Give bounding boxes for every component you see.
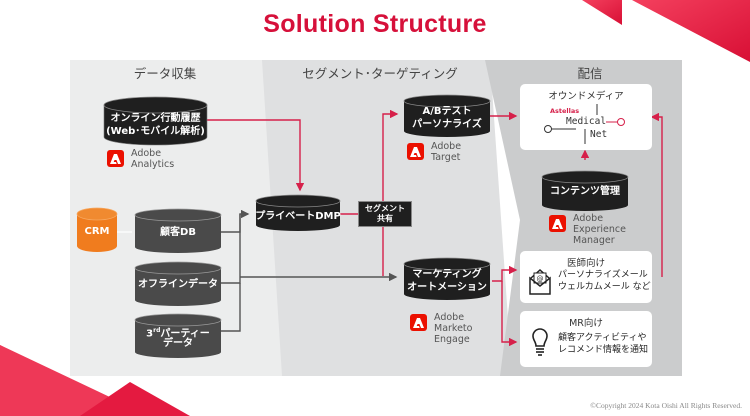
mr-card-line1: 顧客アクティビティや (558, 333, 647, 343)
segment-share-label-1: セグメント (365, 204, 405, 213)
line-marketo-to-doctor (492, 265, 518, 282)
mr-card-line2: レコメンド情報を通知 (558, 345, 649, 355)
brand-marketo-line1: Adobe (434, 312, 465, 323)
line-thirdparty-join (221, 283, 241, 332)
line-marketo-to-mr (501, 281, 518, 347)
online-behavior-label-2: (Web･モバイル解析) (106, 126, 205, 137)
mr-card-title: MR向け (569, 318, 603, 329)
mail-icon: @ (529, 268, 551, 295)
marketing-automation-node: マーケティング オートメーション (403, 257, 491, 301)
customer-db-label: 顧客DB (160, 227, 196, 238)
brand-aem-line1: Adobe (573, 213, 604, 224)
line-doctor-to-media (650, 112, 663, 277)
private-dmp-label: プライベートDMP (255, 211, 341, 222)
brand-target-line1: Adobe (431, 141, 462, 152)
crm-label: CRM (84, 226, 110, 237)
doctor-card-title: 医師向け (566, 258, 605, 269)
segment-share-label-2: 共有 (377, 214, 393, 223)
third-party-label-2: データ (163, 338, 193, 349)
adobe-logo-icon (549, 215, 566, 232)
adobe-logo-icon (107, 150, 124, 167)
marketing-automation-label-1: マーケティング (412, 269, 482, 280)
column-header-segment: セグメント･ターゲティング (302, 66, 458, 81)
offline-data-node: オフラインデータ (134, 261, 222, 307)
svg-text:@: @ (537, 275, 544, 283)
column-header-deliver: 配信 (577, 66, 603, 81)
corner-triangle-large (632, 0, 750, 62)
crm-node: CRM (76, 207, 118, 253)
online-behavior-label-1: オンライン行動履歴 (110, 113, 201, 124)
brand-analytics-line1: Adobe (131, 148, 162, 159)
owned-media-card: オウンドメディア Astellas Medical Net (520, 84, 652, 150)
bottom-left-peak (80, 382, 190, 416)
brand-aem-line2: Experience (573, 224, 626, 235)
doctor-card-line1: パーソナライズメール (558, 270, 648, 280)
column-header-collect: データ収集 (133, 66, 197, 81)
brand-marketo-line3: Engage (434, 334, 470, 345)
marketing-automation-label-2: オートメーション (407, 282, 487, 293)
owned-media-title: オウンドメディア (548, 91, 624, 102)
contents-management-label: コンテンツ管理 (550, 186, 620, 197)
contents-management-node: コンテンツ管理 (541, 170, 629, 212)
ab-test-label-2: パーソナライズ (412, 119, 482, 130)
brand-aem-line3: Manager (573, 235, 615, 246)
corner-triangle-small (582, 0, 622, 25)
mr-card: MR向け 顧客アクティビティや レコメンド情報を通知 (520, 311, 652, 367)
adobe-logo-icon (410, 314, 427, 331)
page-title: Solution Structure (263, 10, 487, 38)
brand-target-line2: Target (431, 152, 461, 163)
online-behavior-node: オンライン行動履歴 (Web･モバイル解析) (103, 96, 208, 146)
line-customerdb-to-dmp (221, 209, 250, 233)
doctor-card-line2: ウェルカムメール など (558, 282, 651, 292)
astellas-label: Astellas (550, 107, 580, 115)
third-party-data-node: 3rdパーティー データ (134, 313, 222, 359)
ab-test-node: A/Bテスト パーソナライズ (403, 94, 491, 138)
medical-label: Medical (566, 116, 607, 127)
brand-analytics-line2: Analytics (131, 159, 175, 170)
offline-data-label: オフラインデータ (138, 279, 218, 290)
line-online-to-dmp (207, 119, 305, 192)
medical-net-logo-icon (544, 104, 625, 144)
lightbulb-icon (532, 328, 548, 356)
line-offline-to-dmp (221, 214, 241, 284)
doctor-card: 医師向け @ パーソナライズメール ウェルカムメール など (520, 251, 652, 303)
third-party-label-1: 3rdパーティー (146, 327, 210, 340)
copyright-notice: ©Copyright 2024 Kota Oishi All Rights Re… (590, 401, 742, 410)
segment-share-box: セグメント 共有 (358, 201, 412, 227)
line-segment-to-abtest (382, 109, 399, 276)
net-label: Net (590, 129, 608, 140)
adobe-logo-icon (407, 143, 424, 160)
private-dmp-node: プライベートDMP (255, 194, 341, 232)
customer-db-node: 顧客DB (134, 208, 222, 254)
ab-test-label-1: A/Bテスト (422, 106, 472, 117)
brand-marketo-line2: Marketo (434, 323, 473, 334)
